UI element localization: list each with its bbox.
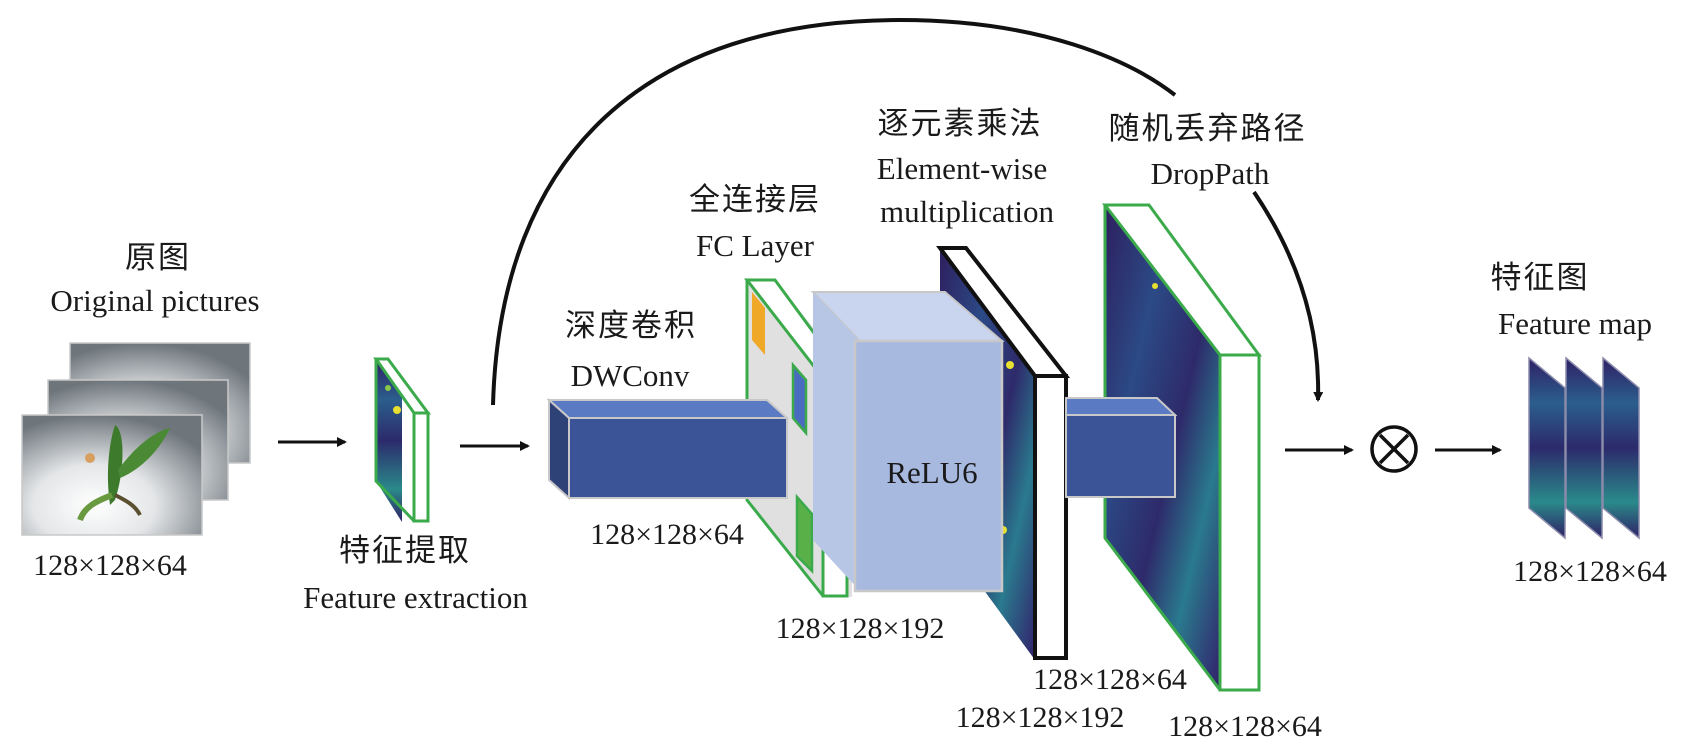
- elementwise-label-zh: 逐元素乘法: [877, 106, 1043, 141]
- droppath-label-zh: 随机丢弃路径: [1108, 111, 1307, 146]
- fc-green-cell: [795, 493, 814, 575]
- original-pictures-stack: [21, 342, 251, 536]
- original-label-zh: 原图: [125, 240, 191, 275]
- feature-extraction-label-zh: 特征提取: [339, 533, 471, 568]
- multiply-operator-icon: [1370, 425, 1418, 473]
- fc-layer-label-en: FC Layer: [696, 228, 814, 263]
- dwconv-dim: 128×128×64: [590, 518, 744, 551]
- dwconv-label-zh: 深度卷积: [565, 308, 697, 343]
- elementwise-dim-bottom: 128×128×192: [955, 701, 1125, 734]
- fc-blue-cell: [791, 361, 808, 437]
- feature-extraction-label-en: Feature extraction: [303, 580, 528, 615]
- droppath-arrow-curve: [1252, 190, 1324, 402]
- connector-block: [1065, 397, 1178, 498]
- elementwise-label-en-2: multiplication: [880, 194, 1054, 229]
- relu6-label: ReLU6: [886, 455, 978, 490]
- feature-map-label-zh: 特征图: [1490, 260, 1590, 295]
- feature-map-label-en: Feature map: [1497, 306, 1653, 341]
- droppath-dim: 128×128×64: [1168, 710, 1322, 743]
- skip-connection-arc: [491, 17, 1177, 406]
- elementwise-label-en-1: Element-wise: [876, 151, 1048, 186]
- relu6-cube: [810, 291, 1005, 593]
- feature-map-dim: 128×128×64: [1513, 555, 1667, 588]
- elementwise-dim-top: 128×128×64: [1033, 663, 1187, 696]
- feature-map-1: [1528, 356, 1566, 540]
- original-dim: 128×128×64: [33, 549, 187, 582]
- feature-map-3: [1602, 356, 1640, 540]
- dwconv-label-en: DWConv: [570, 358, 690, 393]
- feature-map-2: [1565, 356, 1603, 540]
- feature-map-stack: [1528, 356, 1640, 540]
- fc-orange-cell: [752, 292, 765, 355]
- droppath-label-en: DropPath: [1150, 156, 1270, 191]
- fc-layer-label-zh: 全连接层: [689, 182, 821, 217]
- plant-icon: [77, 425, 170, 522]
- dwconv-block: [546, 397, 790, 501]
- feature-extraction-slab: [373, 357, 431, 523]
- fc-layer-dim: 128×128×192: [775, 612, 945, 645]
- original-label-en: Original pictures: [50, 283, 260, 318]
